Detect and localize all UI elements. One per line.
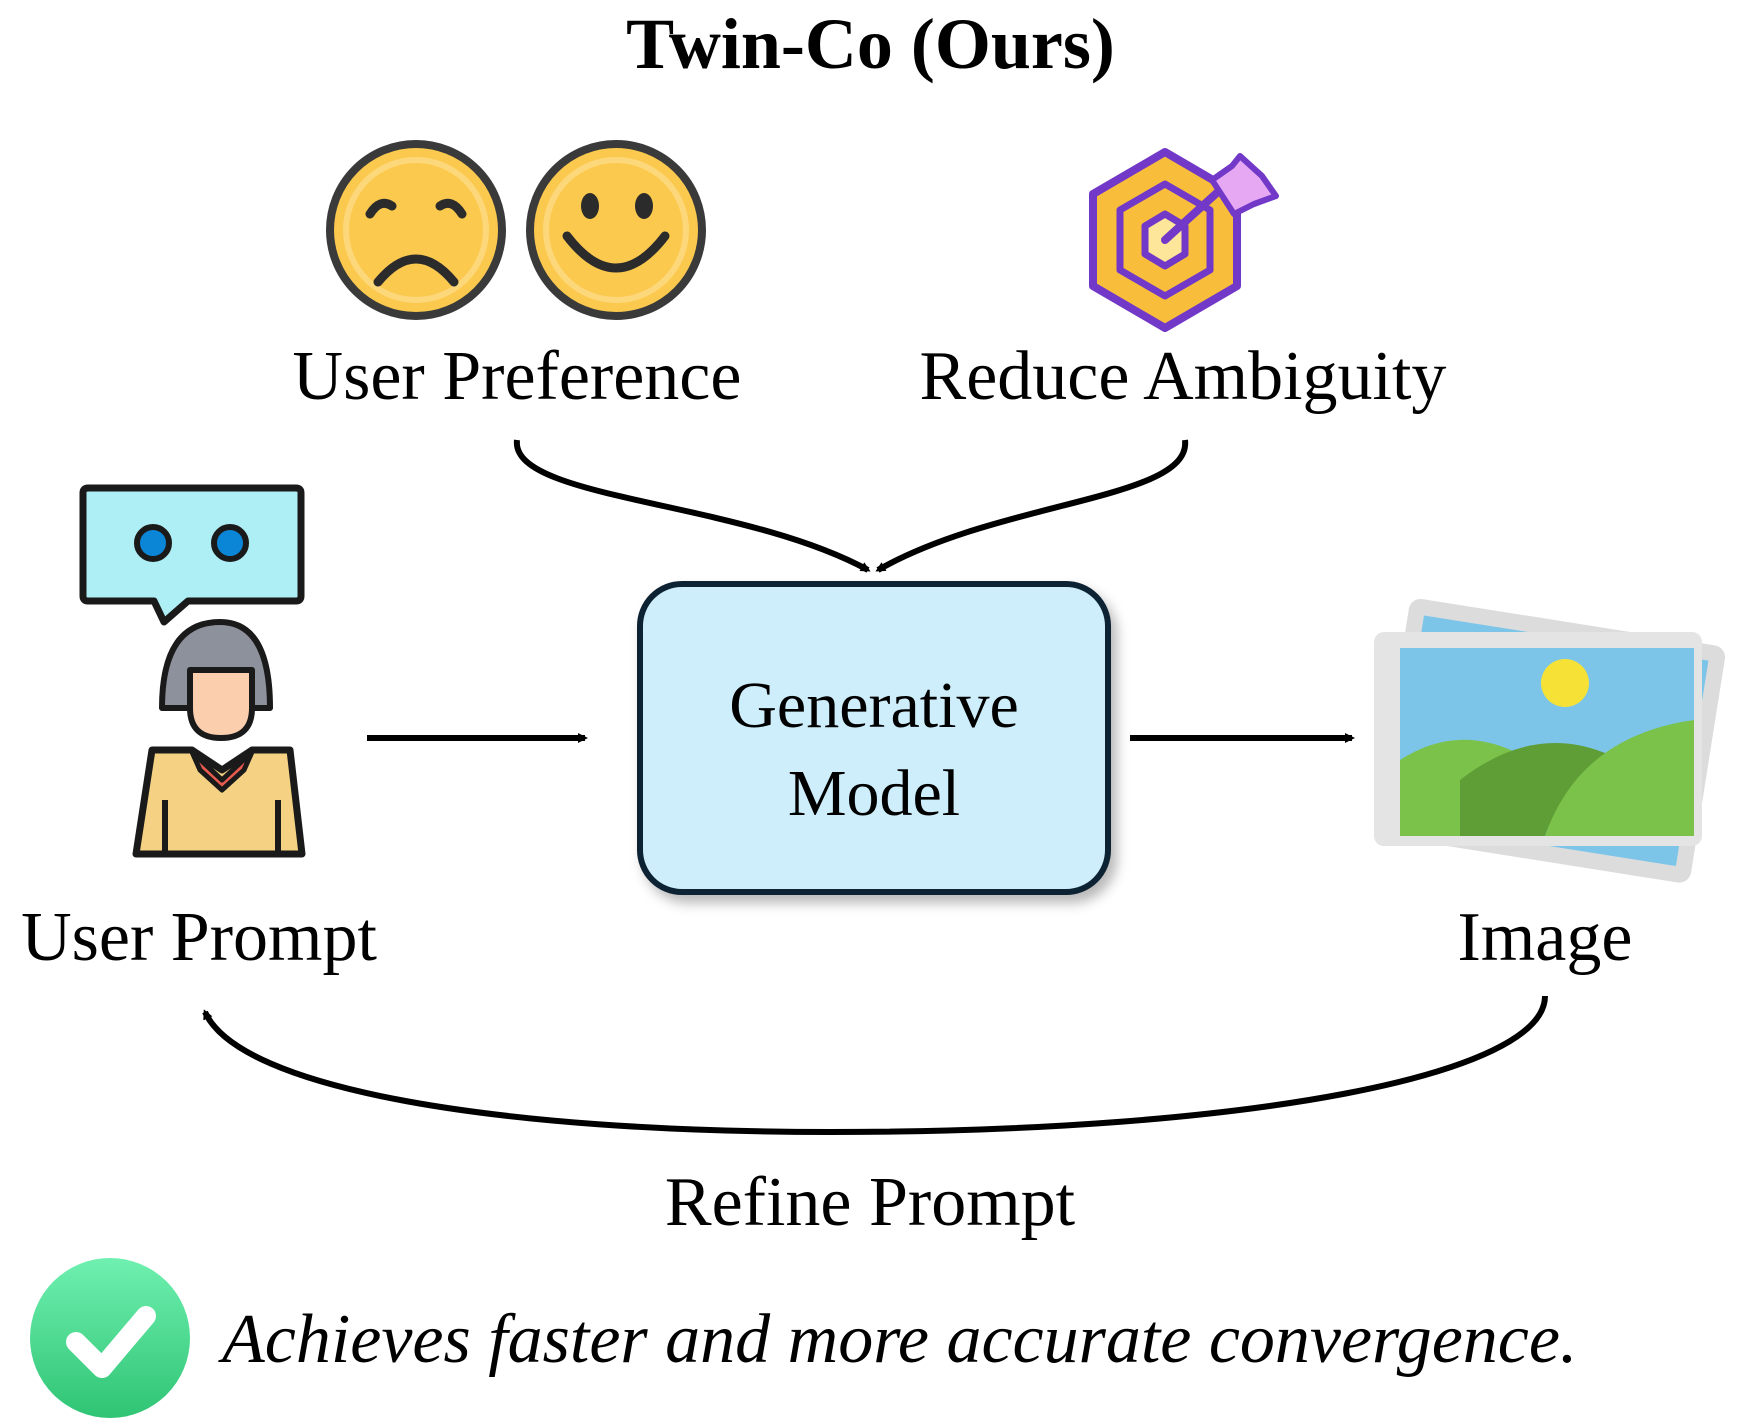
- arrow-preference-to-model: [513, 439, 871, 573]
- user-preference-label: User Preference: [292, 338, 742, 415]
- arrow-image-to-prompt: [202, 995, 1548, 1136]
- target-arrow-icon: [1089, 148, 1279, 332]
- generative-model-label: Generative Model: [640, 662, 1108, 838]
- generative-model-box: [637, 581, 1111, 895]
- happy-face-icon: [526, 140, 706, 320]
- image-label: Image: [1457, 899, 1633, 976]
- reduce-ambiguity-label: Reduce Ambiguity: [919, 338, 1447, 415]
- conclusion-text: Achieves faster and more accurate conver…: [222, 1301, 1578, 1378]
- sad-face-icon: [326, 140, 506, 320]
- refine-prompt-label: Refine Prompt: [664, 1164, 1076, 1241]
- speech-bubble-icon: [79, 484, 305, 626]
- arrow-ambiguity-to-model: [875, 439, 1189, 573]
- diagram-title: Twin-Co (Ours): [626, 4, 1115, 84]
- image-stack-icon: [1374, 598, 1726, 883]
- check-circle-icon: [30, 1258, 190, 1418]
- user-prompt-label: User Prompt: [21, 899, 377, 976]
- generative-model-line1: Generative: [729, 669, 1019, 742]
- user-person-icon: [132, 619, 306, 858]
- generative-model-line2: Model: [787, 757, 961, 830]
